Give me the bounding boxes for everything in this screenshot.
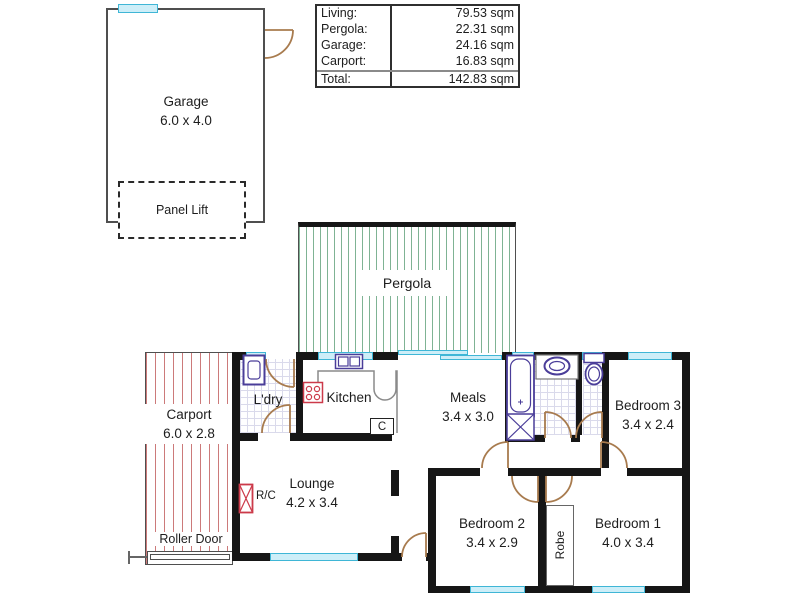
roller-door-label: Roller Door [150, 532, 232, 546]
area-row-value: 22.31 sqm [455, 22, 514, 36]
wall-segment [358, 553, 402, 561]
pergola-label: Pergola [362, 270, 452, 296]
wc-window [582, 352, 602, 360]
area-total-row: Total: 142.83 sqm [317, 70, 518, 86]
meals-dims: 3.4 x 3.0 [442, 409, 494, 424]
area-row: Pergola: 22.31 sqm [317, 22, 518, 38]
wall-wc-right [602, 359, 609, 468]
bedroom2-window [470, 586, 525, 593]
wall-entry-stub [391, 536, 399, 553]
cupboard-label: C [377, 420, 387, 433]
area-total-label: Total: [317, 72, 392, 86]
area-row: Garage: 24.16 sqm [317, 38, 518, 54]
lounge-name: Lounge [289, 476, 335, 491]
wall-segment [645, 586, 690, 593]
area-row-label: Pergola: [317, 22, 392, 38]
carport-area [145, 352, 233, 565]
meals-label: Meals 3.4 x 3.0 [418, 388, 518, 426]
garage-label: Garage 6.0 x 4.0 [126, 92, 246, 130]
meals-name: Meals [449, 390, 486, 405]
pergola-name: Pergola [382, 275, 432, 291]
wall-segment [373, 352, 398, 360]
bedroom1-name: Bedroom 1 [594, 516, 662, 531]
wall-bed2-robe [538, 476, 546, 593]
kitchen-name: Kitchen [326, 390, 372, 405]
kitchen-window [318, 352, 373, 360]
bedroom3-label: Bedroom 3 3.4 x 2.4 [598, 396, 698, 434]
wall-segment [571, 435, 580, 442]
wall-segment [602, 352, 628, 360]
garage-window [118, 4, 158, 13]
wall-lounge-top [290, 433, 392, 441]
carport-dims: 6.0 x 2.8 [163, 426, 215, 441]
wall-segment [534, 352, 582, 360]
wall-entry-stub [391, 470, 399, 496]
area-row-value: 79.53 sqm [455, 6, 514, 20]
panel-lift-door: Panel Lift [118, 181, 246, 239]
bedroom1-dims: 4.0 x 3.4 [602, 535, 654, 550]
laundry-window [246, 352, 266, 360]
robe-door-swing [545, 475, 573, 503]
area-total-value: 142.83 sqm [448, 72, 514, 86]
hall-door-swing [481, 441, 509, 469]
wall-segment [296, 352, 318, 360]
carport-label: Carport 6.0 x 2.8 [144, 404, 234, 444]
fence-line [128, 556, 147, 558]
kitchen-label: Kitchen [314, 388, 384, 407]
wall-segment [426, 553, 436, 561]
bedroom2-door-swing [511, 475, 539, 503]
area-row-label: Living: [317, 6, 392, 22]
area-row: Carport: 16.83 sqm [317, 54, 518, 70]
cupboard: C [370, 418, 394, 435]
entry-door-swing [401, 532, 427, 558]
bathroom-tiles [512, 359, 576, 435]
wall-laundry-divider [296, 359, 303, 440]
roller-door [147, 551, 233, 565]
area-table: Living: 79.53 sqm Pergola: 22.31 sqm Gar… [315, 4, 520, 88]
garage-name: Garage [163, 94, 209, 109]
bedroom2-dims: 3.4 x 2.9 [466, 535, 518, 550]
laundry-label: L'dry [240, 390, 296, 409]
panel-lift-label: Panel Lift [155, 203, 209, 217]
wall-segment [232, 553, 270, 561]
bedroom3-name: Bedroom 3 [614, 398, 682, 413]
wall-hall [627, 468, 690, 476]
wall-segment [232, 433, 258, 441]
area-row-value: 24.16 sqm [455, 38, 514, 52]
wall-hall [428, 468, 480, 476]
area-row: Living: 79.53 sqm [317, 6, 518, 22]
wall-segment [672, 352, 690, 360]
laundry-name: L'dry [253, 392, 283, 407]
lounge-window [270, 553, 358, 561]
garage-dims: 6.0 x 4.0 [160, 113, 212, 128]
bedroom2-name: Bedroom 2 [458, 516, 526, 531]
wall-bed2-left [428, 468, 436, 593]
wall-segment [505, 435, 545, 442]
lounge-label: Lounge 4.2 x 3.4 [262, 474, 362, 512]
garage-door-swing [264, 29, 294, 59]
sliding-door-panel [440, 355, 502, 360]
sliding-door-panel [398, 350, 468, 355]
robe-label: Robe [553, 530, 567, 560]
lounge-dims: 4.2 x 3.4 [286, 495, 338, 510]
bathroom-window [512, 352, 534, 360]
bedroom2-label: Bedroom 2 3.4 x 2.9 [442, 514, 542, 552]
wall-left [232, 352, 240, 561]
wall-segment [428, 586, 470, 593]
area-row-label: Carport: [317, 54, 392, 70]
air-conditioner-label: R/C [256, 490, 276, 502]
bedroom3-dims: 3.4 x 2.4 [622, 417, 674, 432]
bedroom1-window [592, 586, 645, 593]
bedroom3-window [628, 352, 672, 360]
carport-name: Carport [166, 407, 212, 422]
robe-outline [546, 505, 574, 586]
area-row-value: 16.83 sqm [455, 54, 514, 68]
air-conditioner-unit [238, 483, 254, 514]
wall-bath-wc-divider [576, 359, 582, 435]
wall-segment [525, 586, 592, 593]
wall-hall [508, 468, 601, 476]
bedroom1-label: Bedroom 1 4.0 x 3.4 [578, 514, 678, 552]
area-row-label: Garage: [317, 38, 392, 54]
